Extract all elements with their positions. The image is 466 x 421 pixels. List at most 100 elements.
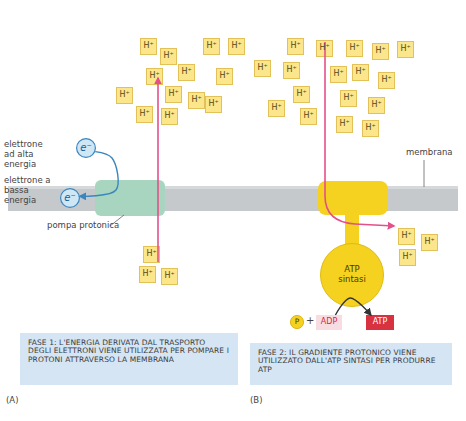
node-text: H⁺ bbox=[371, 101, 381, 110]
circle-shape bbox=[77, 139, 96, 158]
proton-square: H⁺ bbox=[165, 86, 182, 103]
proton-square: H⁺ bbox=[161, 108, 178, 125]
leader-line bbox=[110, 215, 124, 226]
proton-square: H⁺ bbox=[336, 116, 353, 133]
node-text: H⁺ bbox=[231, 42, 241, 51]
node-text: ADP bbox=[321, 318, 337, 327]
node-text: pompa protonica bbox=[47, 221, 119, 231]
proton-square: H⁺ bbox=[161, 268, 178, 285]
proton-square: H⁺ bbox=[397, 41, 414, 58]
proton-square: H⁺ bbox=[283, 62, 300, 79]
proton-square: H⁺ bbox=[378, 72, 395, 89]
proton-square: H⁺ bbox=[205, 96, 222, 113]
proton-square: H⁺ bbox=[146, 68, 163, 85]
proton-square: H⁺ bbox=[340, 90, 357, 107]
proton-square: H⁺ bbox=[136, 106, 153, 123]
node-text: FASE 2: IL GRADIENTE PROTONICO VIENE UTI… bbox=[258, 349, 444, 374]
membrane-edge bbox=[8, 186, 458, 189]
node-text: H⁺ bbox=[375, 47, 385, 56]
node-text: H⁺ bbox=[355, 68, 365, 77]
proton-square: H⁺ bbox=[316, 40, 333, 57]
node-text: H⁺ bbox=[119, 91, 129, 100]
node-text: H⁺ bbox=[303, 112, 313, 121]
node-text: H⁺ bbox=[168, 90, 178, 99]
proton-square: H⁺ bbox=[287, 38, 304, 55]
circle-shape bbox=[61, 189, 80, 208]
proton-square: H⁺ bbox=[143, 246, 160, 263]
node-text: H⁺ bbox=[143, 42, 153, 51]
node-text: H⁺ bbox=[139, 110, 149, 119]
node-text: H⁺ bbox=[402, 253, 412, 262]
node-text: e⁻ bbox=[80, 142, 91, 153]
node-text: ATP bbox=[373, 318, 388, 327]
phase-box: FASE 2: IL GRADIENTE PROTONICO VIENE UTI… bbox=[250, 343, 452, 385]
proton-square: H⁺ bbox=[421, 234, 438, 251]
node-text: H⁺ bbox=[149, 72, 159, 81]
node-text: H⁺ bbox=[381, 76, 391, 85]
proton-square: H⁺ bbox=[139, 266, 156, 283]
membrane-band bbox=[8, 186, 458, 211]
proton-square: H⁺ bbox=[352, 64, 369, 81]
proton-square: H⁺ bbox=[228, 38, 245, 55]
phosphate-circle: P bbox=[290, 315, 304, 329]
proton-square: H⁺ bbox=[203, 38, 220, 55]
phase-box: FASE 1: L'ENERGIA DERIVATA DAL TRASPORTO… bbox=[20, 333, 238, 385]
proton-pump: pompa protonica bbox=[95, 180, 165, 216]
circle-shape bbox=[321, 244, 384, 307]
node-text: H⁺ bbox=[339, 120, 349, 129]
synthase-channel bbox=[318, 181, 388, 215]
adp-box: ADP bbox=[316, 315, 342, 330]
node-text: H⁺ bbox=[208, 100, 218, 109]
node-text: H⁺ bbox=[191, 96, 201, 105]
proton-square: H⁺ bbox=[399, 249, 416, 266]
node-text: H⁺ bbox=[296, 90, 306, 99]
proton-flow-arrow bbox=[157, 78, 159, 262]
proton-square: H⁺ bbox=[398, 228, 415, 245]
node-text: P bbox=[295, 318, 300, 326]
side-label: (A) bbox=[6, 396, 36, 406]
node-text: H⁺ bbox=[401, 232, 411, 241]
proton-square: H⁺ bbox=[116, 87, 133, 104]
node-text: H⁺ bbox=[206, 42, 216, 51]
node-text: H⁺ bbox=[164, 272, 174, 281]
proton-square: H⁺ bbox=[300, 108, 317, 125]
proton-square: H⁺ bbox=[216, 68, 233, 85]
node-text: H⁺ bbox=[181, 68, 191, 77]
proton-square: H⁺ bbox=[362, 120, 379, 137]
proton-square: H⁺ bbox=[140, 38, 157, 55]
proton-square: H⁺ bbox=[330, 66, 347, 83]
electron-circle: e⁻ bbox=[76, 138, 96, 158]
proton-square: H⁺ bbox=[372, 43, 389, 60]
node-text: H⁺ bbox=[271, 104, 281, 113]
node-text: H⁺ bbox=[365, 124, 375, 133]
node-text: H⁺ bbox=[424, 238, 434, 247]
proton-square: H⁺ bbox=[178, 64, 195, 81]
side-label: elettrone a bassa energia bbox=[4, 176, 52, 205]
leader-line bbox=[424, 160, 425, 187]
node-text: H⁺ bbox=[286, 66, 296, 75]
circle-shape bbox=[290, 315, 303, 328]
node-text: e⁻ bbox=[64, 192, 75, 203]
atp-synthase: ATP sintasi bbox=[320, 243, 384, 307]
node-text: H⁺ bbox=[146, 250, 156, 259]
side-label: + bbox=[306, 315, 316, 327]
side-label: elettrone ad alta energia bbox=[4, 140, 52, 169]
proton-square: H⁺ bbox=[268, 100, 285, 117]
proton-square: H⁺ bbox=[368, 97, 385, 114]
node-text: H⁺ bbox=[257, 64, 267, 73]
node-text: FASE 1: L'ENERGIA DERIVATA DAL TRASPORTO… bbox=[28, 339, 230, 364]
node-text: H⁺ bbox=[319, 44, 329, 53]
node-text: H⁺ bbox=[400, 45, 410, 54]
proton-square: H⁺ bbox=[346, 40, 363, 57]
node-text: H⁺ bbox=[163, 52, 173, 61]
node-text: H⁺ bbox=[219, 72, 229, 81]
proton-flow-arrow bbox=[325, 42, 394, 226]
proton-square: H⁺ bbox=[293, 86, 310, 103]
node-text: H⁺ bbox=[349, 44, 359, 53]
synthase-stalk bbox=[345, 212, 359, 248]
node-text: H⁺ bbox=[290, 42, 300, 51]
node-text: ATP sintasi bbox=[330, 265, 374, 284]
electron-circle: e⁻ bbox=[60, 188, 80, 208]
